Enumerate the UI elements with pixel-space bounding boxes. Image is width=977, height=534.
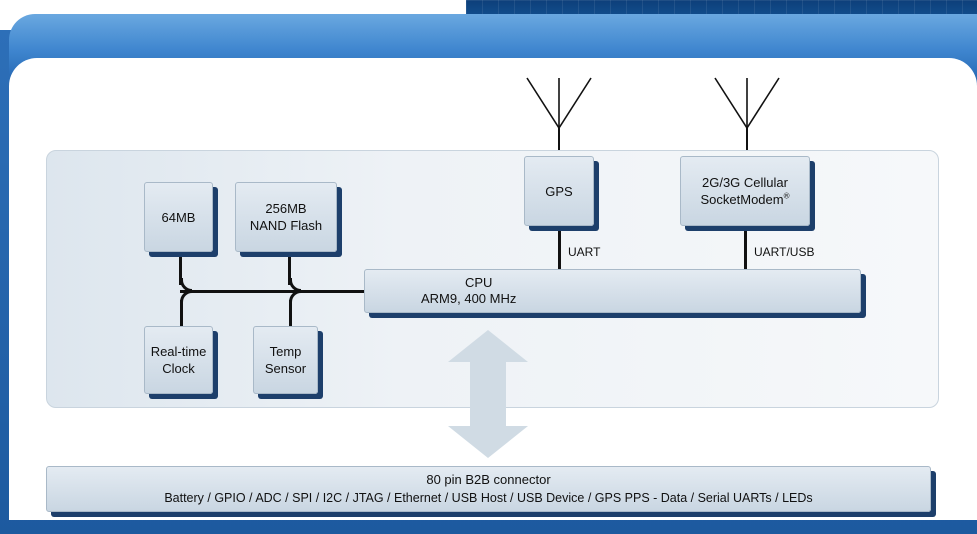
rtc-block: Real-time Clock (144, 326, 213, 394)
rtc-label-line1: Real-time (150, 344, 207, 359)
connector-title: 80 pin B2B connector (426, 472, 551, 487)
antenna-icon (526, 77, 592, 156)
cellular-modem-block: 2G/3G Cellular SocketModem® (680, 156, 810, 226)
temp-bus-curve (289, 290, 301, 304)
flash-bus-line (288, 255, 291, 285)
gps-uart-line (558, 226, 561, 269)
cpu-label: CPU (465, 275, 493, 290)
rtc-label-line2: Clock (162, 361, 195, 376)
temp-label-line2: Sensor (264, 361, 307, 376)
cellular-uart-line (744, 226, 747, 269)
flash-block: 256MB NAND Flash (235, 182, 337, 252)
cpu-spec-label: ARM9, 400 MHz (421, 291, 517, 306)
registered-mark: ® (783, 191, 790, 201)
cellular-interface-label: UART/USB (754, 245, 815, 259)
connector-interfaces: Battery / GPIO / ADC / SPI / I2C / JTAG … (164, 491, 813, 505)
temp-bus-line (289, 300, 292, 326)
ram-block: 64MB (144, 182, 213, 252)
temp-sensor-block: Temp Sensor (253, 326, 318, 394)
cellular-label-line2: SocketModem® (700, 191, 790, 207)
ram-bus-line (179, 255, 182, 285)
gps-interface-label: UART (568, 245, 601, 259)
ram-label: 64MB (161, 209, 196, 225)
bidirectional-arrow-icon (448, 330, 528, 458)
gps-label: GPS (545, 183, 573, 199)
b2b-connector-block: 80 pin B2B connector Battery / GPIO / AD… (46, 466, 931, 512)
antenna-icon (714, 77, 780, 156)
temp-label-line1: Temp (269, 344, 302, 359)
flash-size-label: 256MB (265, 201, 307, 216)
cellular-label-line1: 2G/3G Cellular (702, 175, 788, 190)
rtc-bus-curve (180, 290, 192, 304)
gps-block: GPS (524, 156, 594, 226)
main-bus-line (180, 290, 368, 293)
rtc-bus-line (180, 300, 183, 326)
cpu-block: CPU ARM9, 400 MHz (364, 269, 861, 313)
flash-type-label: NAND Flash (249, 218, 323, 233)
